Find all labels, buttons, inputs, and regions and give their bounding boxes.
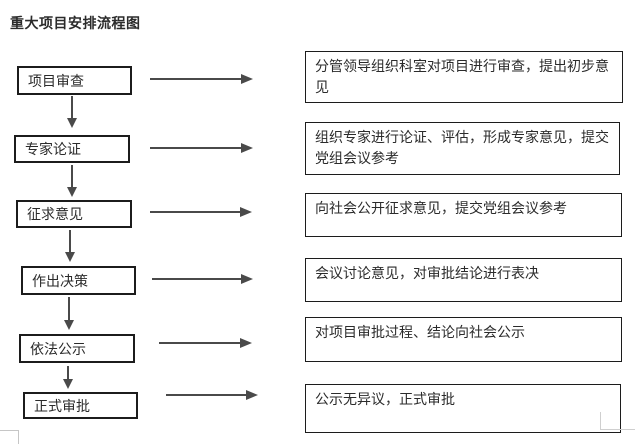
scan-artifact (600, 429, 635, 430)
flow-step-description-box-2: 组织专家进行论证、评估，形成专家意见，提交党组会议参考 (305, 122, 620, 175)
flow-step-description-box-6: 公示无异议，正式审批 (305, 384, 621, 433)
flow-step-description: 公示无异议，正式审批 (315, 392, 455, 408)
scan-artifact (600, 412, 601, 429)
right-arrow-icon (150, 207, 252, 217)
right-arrow-icon (159, 338, 252, 348)
flow-step-description: 向社会公开征求意见，提交党组会议参考 (315, 201, 567, 217)
down-arrow-icon (65, 230, 75, 262)
right-arrow-icon (150, 143, 253, 153)
right-arrow-icon (150, 74, 253, 84)
flow-step-description-box-1: 分管领导组织科室对项目进行审查，提出初步意见 (305, 51, 623, 103)
flow-step-label: 项目审查 (28, 73, 84, 90)
flow-step-box-3: 征求意见 (16, 200, 132, 228)
flow-step-description: 会议讨论意见，对审批结论进行表决 (315, 266, 539, 282)
flow-step-description-box-5: 对项目审批过程、结论向社会公示 (305, 317, 622, 362)
down-arrow-icon (63, 366, 73, 389)
flow-step-description: 分管领导组织科室对项目进行审查，提出初步意见 (315, 59, 609, 96)
flow-step-label: 征求意见 (27, 207, 83, 223)
flow-step-label: 作出决策 (32, 273, 88, 290)
flow-step-box-2: 专家论证 (14, 135, 130, 163)
flow-step-description-box-3: 向社会公开征求意见，提交党组会议参考 (305, 193, 622, 237)
page-title: 重大项目安排流程图 (10, 16, 141, 32)
flow-step-box-6: 正式审批 (23, 392, 138, 419)
scan-artifact (0, 430, 19, 444)
flow-step-label: 正式审批 (34, 398, 90, 415)
right-arrow-icon (152, 274, 253, 284)
flow-step-description-box-4: 会议讨论意见，对审批结论进行表决 (305, 258, 622, 302)
down-arrow-icon (67, 165, 77, 197)
down-arrow-icon (67, 96, 77, 128)
flow-step-label: 专家论证 (25, 142, 81, 158)
flow-step-label: 依法公示 (30, 341, 86, 358)
flow-step-box-4: 作出决策 (21, 266, 136, 295)
flow-step-description: 对项目审批过程、结论向社会公示 (315, 325, 525, 341)
flow-step-box-5: 依法公示 (19, 334, 135, 363)
right-arrow-icon (166, 390, 258, 400)
down-arrow-icon (64, 297, 74, 330)
flow-step-description: 组织专家进行论证、评估，形成专家意见，提交党组会议参考 (315, 130, 609, 167)
flow-step-box-1: 项目审查 (17, 66, 132, 95)
